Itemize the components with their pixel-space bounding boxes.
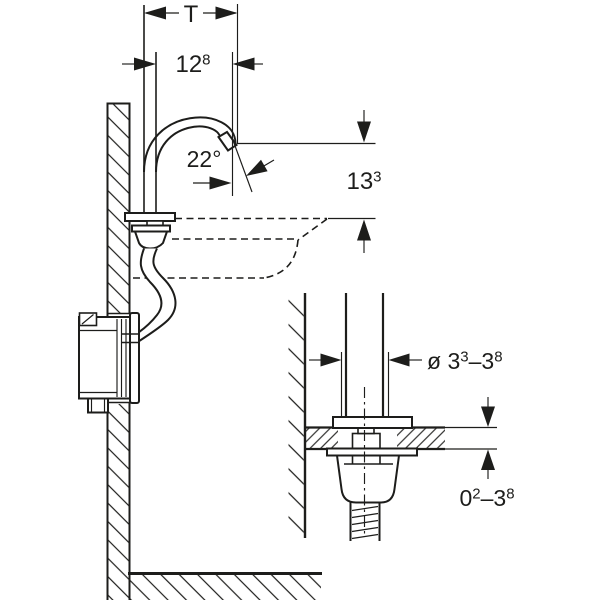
main-view: T 128 22° 133 bbox=[78, 1, 382, 600]
basin-bowl-side bbox=[263, 239, 299, 279]
mounting-flange bbox=[332, 416, 413, 429]
detail-wall bbox=[288, 293, 307, 538]
hose-right-edge bbox=[137, 248, 177, 343]
box-latch-slash bbox=[81, 314, 94, 325]
faucet bbox=[124, 5, 238, 343]
basin-rim-slope bbox=[297, 218, 328, 241]
detail-pipe bbox=[340, 293, 390, 417]
dimension-counter-thickness: 02–38 bbox=[459, 397, 515, 511]
thickness-arrow-up bbox=[481, 449, 495, 470]
detail-counter bbox=[305, 426, 497, 451]
angle-slanted-ref bbox=[231, 138, 253, 193]
box-body bbox=[78, 316, 131, 400]
angle-arrow-d-tail bbox=[262, 159, 275, 167]
diameter-arrow-left bbox=[320, 353, 342, 367]
diameter-label: ø 33–38 bbox=[427, 348, 503, 374]
wall-hatch-upper bbox=[108, 104, 129, 313]
dimension-t: T bbox=[144, 1, 239, 144]
dimension-angle: 22° bbox=[187, 52, 275, 196]
projection-arrow-right bbox=[232, 57, 255, 71]
t-label: T bbox=[184, 1, 199, 28]
washer-plate bbox=[326, 447, 418, 457]
fastening-shank bbox=[351, 432, 381, 450]
dimension-hole-diameter: ø 33–38 bbox=[309, 348, 503, 374]
angle-label: 22° bbox=[187, 146, 222, 172]
floor-section bbox=[128, 572, 322, 600]
box-foot bbox=[87, 397, 109, 414]
detail-fastening bbox=[326, 387, 418, 541]
detail-view: ø 33–38 02–38 bbox=[288, 293, 515, 541]
height-label: 133 bbox=[346, 168, 381, 195]
dimension-projection: 128 bbox=[122, 51, 263, 78]
angle-arrow-d bbox=[246, 159, 268, 176]
projection-label: 128 bbox=[175, 51, 210, 78]
detail-wall-ticks bbox=[288, 294, 304, 537]
t-arrow-right bbox=[215, 6, 238, 20]
spout-inner-curve bbox=[155, 125, 222, 173]
box-cover-plate bbox=[129, 312, 140, 404]
floor-hatch bbox=[129, 574, 321, 600]
counter-hatch-right bbox=[397, 428, 445, 448]
angle-arrow-h bbox=[209, 176, 232, 190]
mount-cone bbox=[133, 230, 169, 250]
concealed-function-box bbox=[78, 312, 140, 414]
dimension-outlet-height: 133 bbox=[237, 110, 382, 253]
wall-section bbox=[106, 102, 131, 600]
cone-nut bbox=[335, 454, 401, 504]
diameter-arrow-right bbox=[388, 353, 410, 367]
counter-hatch-left bbox=[305, 428, 338, 448]
thickness-arrow-down bbox=[481, 406, 495, 427]
hose-left-edge bbox=[137, 248, 163, 334]
spout-outer-curve bbox=[143, 116, 237, 173]
projection-arrow-left bbox=[134, 57, 156, 71]
washbasin-outline bbox=[133, 217, 328, 279]
height-arrow-down bbox=[357, 121, 371, 143]
height-arrow-up bbox=[357, 219, 371, 241]
hose-fill bbox=[138, 248, 176, 342]
mount-plate-upper bbox=[124, 212, 176, 222]
wall-hatch-lower bbox=[108, 404, 129, 600]
t-arrow-left bbox=[144, 6, 166, 20]
thickness-label: 02–38 bbox=[459, 485, 514, 511]
